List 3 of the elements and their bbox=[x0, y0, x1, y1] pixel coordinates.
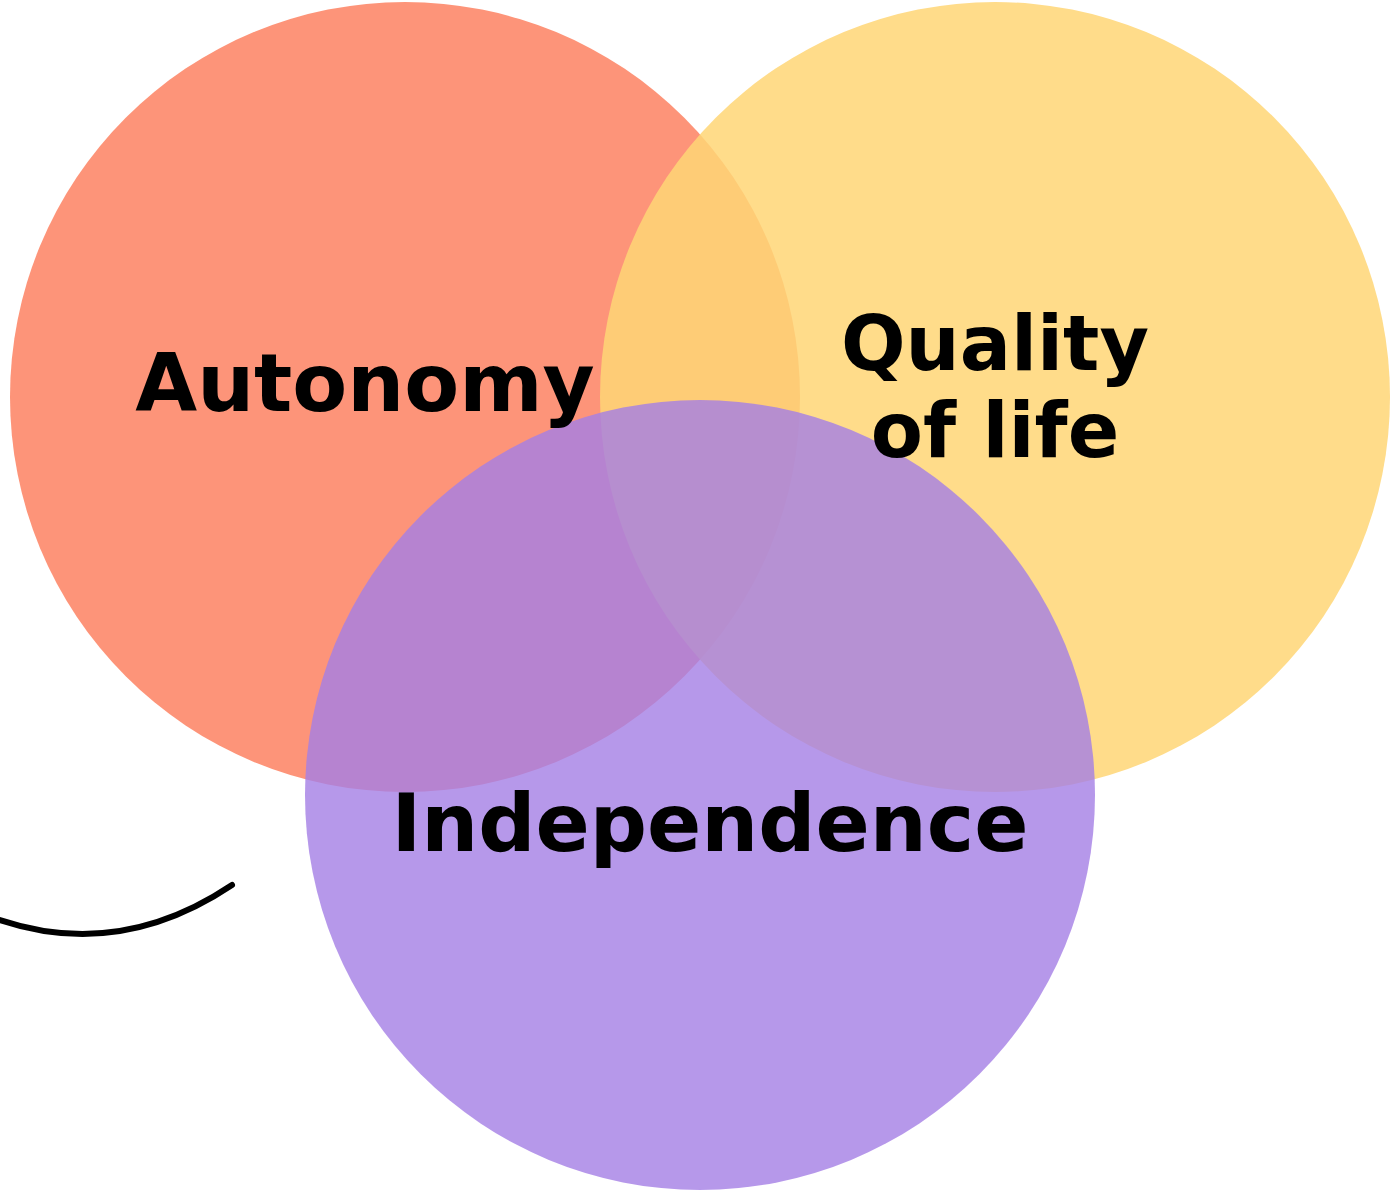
circle-label: Autonomy bbox=[134, 338, 596, 430]
circle-label: Independence bbox=[390, 778, 1030, 870]
circle-label: Quality of life bbox=[840, 300, 1150, 475]
